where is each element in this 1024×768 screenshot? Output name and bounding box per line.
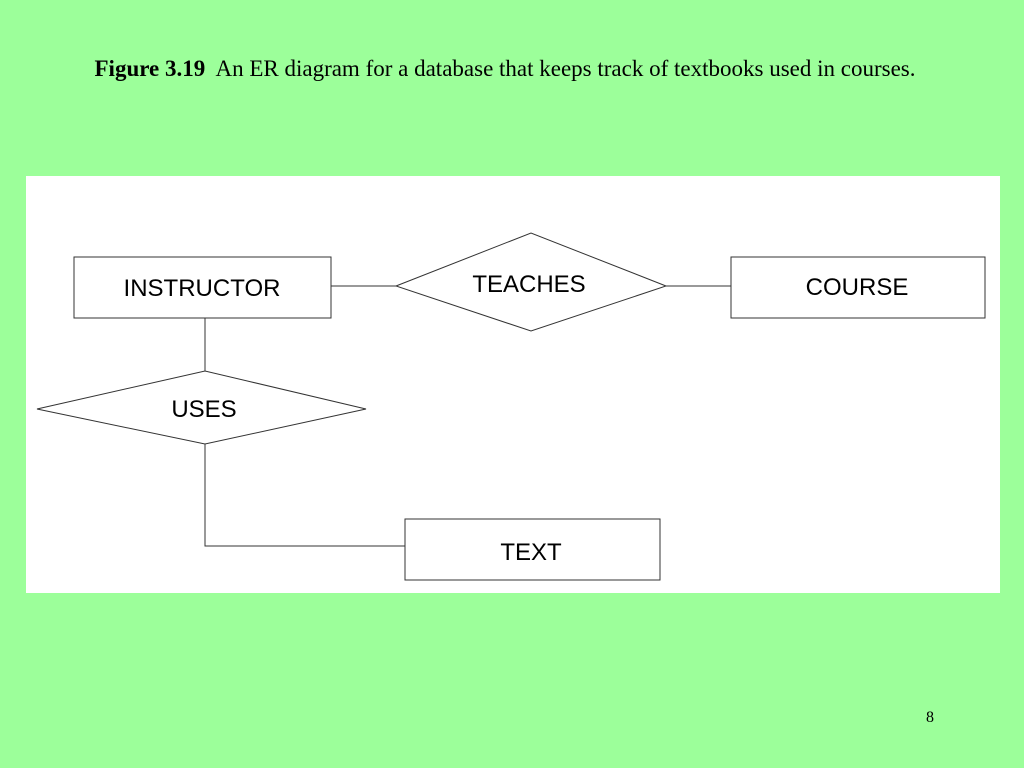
entity-instructor-label: INSTRUCTOR <box>124 275 281 302</box>
relationship-teaches-label: TEACHES <box>472 271 585 298</box>
entity-text <box>404 518 661 581</box>
er-diagram-panel: INSTRUCTOR TEACHES COURSE USES TEXT <box>26 176 1000 593</box>
entity-text-label: TEXT <box>500 539 562 566</box>
relationship-uses <box>36 370 367 445</box>
entity-course <box>730 256 986 319</box>
figure-caption-text: An ER diagram for a database that keeps … <box>215 56 916 81</box>
page-number: 8 <box>926 709 934 726</box>
figure-label: Figure 3.19 <box>94 56 206 81</box>
connector-uses-text <box>204 444 405 547</box>
entity-course-label: COURSE <box>806 274 909 301</box>
relationship-teaches <box>394 232 668 332</box>
figure-caption: Figure 3.19 An ER diagram for a database… <box>30 52 980 85</box>
er-diagram: INSTRUCTOR TEACHES COURSE USES TEXT <box>36 232 986 581</box>
relationship-uses-label: USES <box>171 396 236 423</box>
entity-instructor <box>73 256 332 319</box>
